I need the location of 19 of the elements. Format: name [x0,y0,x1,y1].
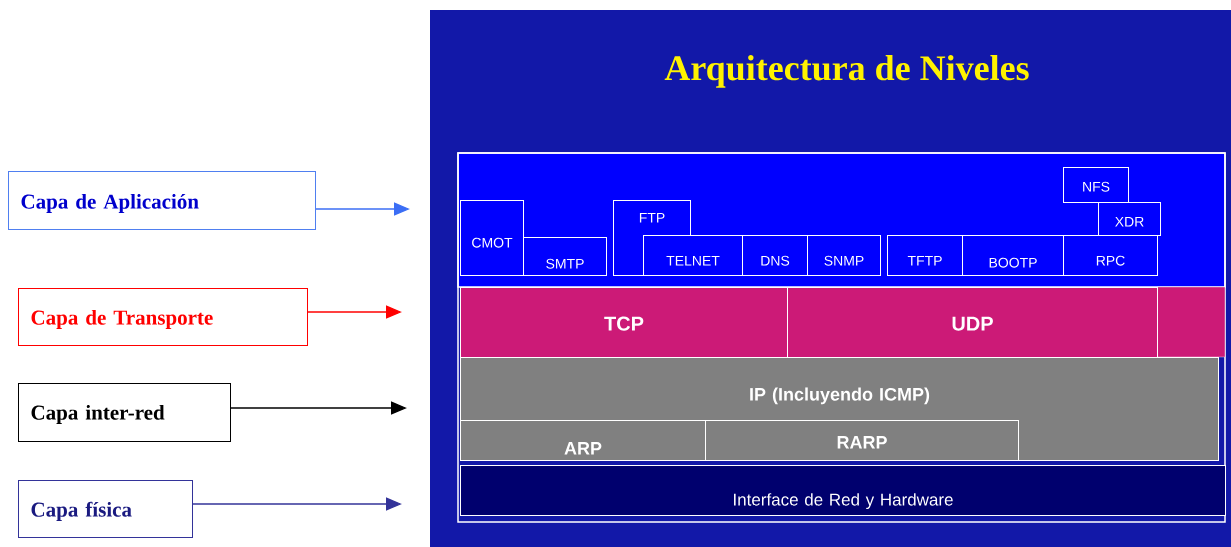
layer-label-box: Capa de Aplicación [8,171,316,230]
protocol-box: SMTP [523,237,607,276]
protocol-box: BOOTP [962,235,1064,276]
layer-band: Interface de Red y Hardware [460,465,1226,516]
protocol-box: NFS [1063,167,1129,203]
protocol-box: ARP [460,420,706,461]
layer-label-box: Capa física [18,480,193,538]
protocol-box: TELNET [643,235,743,276]
protocol-box: CMOT [460,200,524,276]
protocol-box: TFTP [887,235,963,276]
layer-label-box: Capa inter-red [18,383,231,442]
protocol-box: TCP [460,287,788,358]
protocol-box: DNS [742,235,808,276]
protocol-box: XDR [1098,202,1161,236]
title: Arquitectura de Niveles [664,55,1029,88]
protocol-box: SNMP [807,235,881,276]
layer-label-box: Capa de Transporte [18,288,308,346]
protocol-box: RPC [1063,235,1158,276]
protocol-box: RARP [705,420,1019,461]
